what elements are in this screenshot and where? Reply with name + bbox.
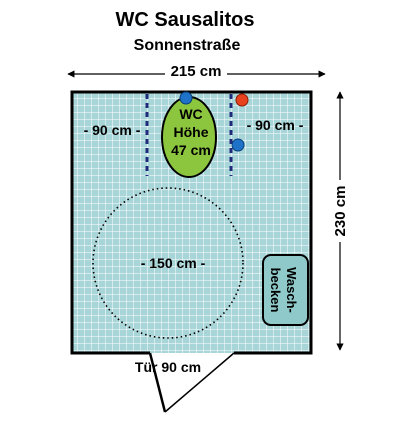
height-dimension-label: 230 cm: [332, 186, 349, 237]
width-dimension-label: 215 cm: [171, 63, 222, 80]
plan-title: WC Sausalitos: [116, 9, 255, 31]
wc-label: WC: [179, 106, 202, 122]
plan-subtitle: Sonnenstraße: [134, 37, 241, 54]
washbasin-label-line1: Wasch-: [284, 267, 299, 313]
wc-height-label: Höhe: [174, 124, 209, 140]
turning-circle-label: - 150 cm -: [141, 255, 206, 271]
red-button: [235, 93, 249, 107]
washbasin-label-line2: becken: [268, 268, 283, 313]
washbasin: [262, 254, 309, 326]
width-label-backdrop: [165, 60, 227, 80]
door-leaf: [148, 352, 167, 413]
left-clearance-label: - 90 cm -: [84, 122, 141, 138]
right-clearance-label: - 90 cm -: [247, 117, 304, 133]
blue-button-side: [231, 138, 245, 152]
blue-button-top: [179, 91, 193, 105]
room-walls: [70, 90, 313, 355]
wc-height-value: 47 cm: [171, 142, 211, 158]
door-label: Tür 90 cm: [135, 359, 201, 375]
turning-circle: [92, 187, 244, 339]
height-label-backdrop: [330, 180, 350, 242]
door-swing-line: [164, 352, 235, 413]
